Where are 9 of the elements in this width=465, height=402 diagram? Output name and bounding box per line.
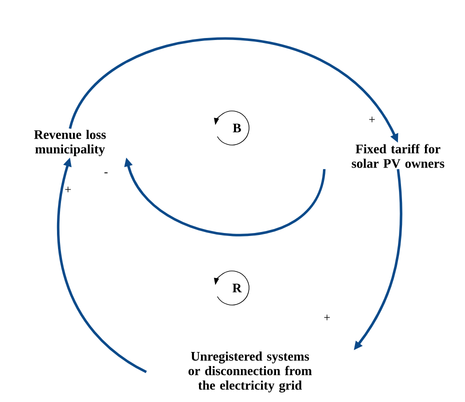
polarity-sign: + xyxy=(369,116,375,122)
loop-label: R xyxy=(232,284,242,292)
loop-label: B xyxy=(232,124,241,132)
polarity-sign: + xyxy=(324,314,330,320)
variable-label: Fixed tariff for solar PV owners xyxy=(352,144,444,168)
polarity-sign: - xyxy=(104,172,108,174)
variable-label: Revenue loss municipality xyxy=(34,130,106,156)
variable-label: Unregistered systems or disconnection from the electricity grid xyxy=(188,352,312,392)
polarity-sign: + xyxy=(65,186,71,192)
